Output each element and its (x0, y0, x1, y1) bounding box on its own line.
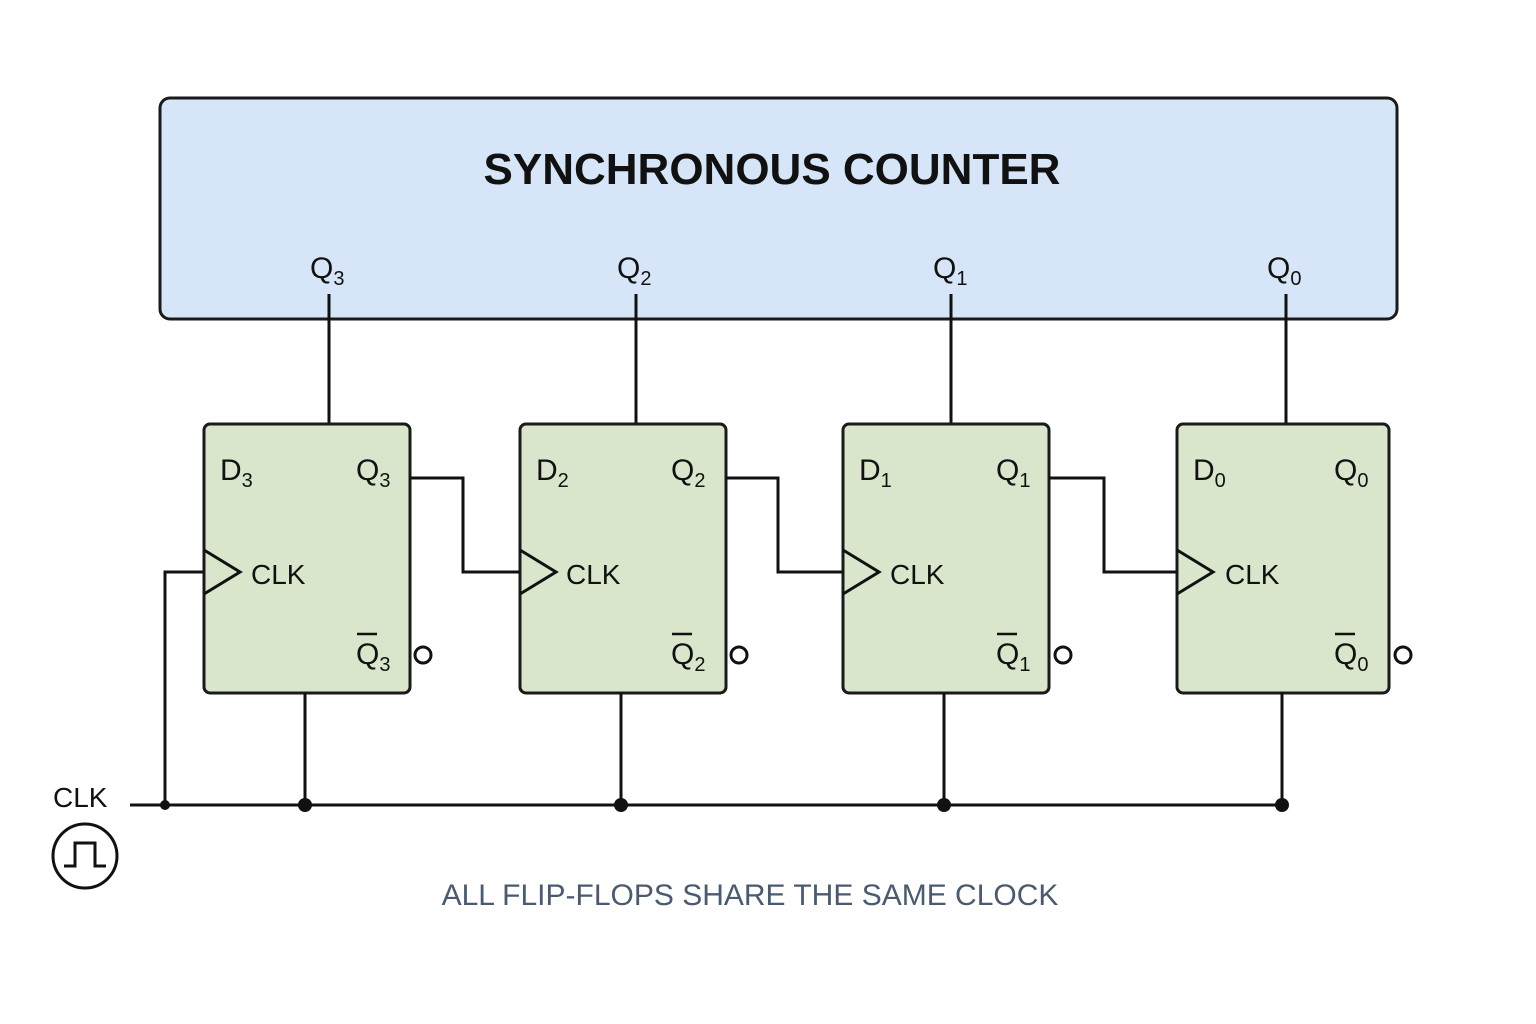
ff1-qbar-output-label: Q1 (996, 638, 1030, 676)
counter-header-box (158, 96, 1399, 321)
ff3-qbar-output-label: Q3 (356, 638, 390, 676)
ff1-q-output-label: Q1 (996, 454, 1030, 492)
ff2-inversion-bubble (729, 645, 749, 665)
ff2-d-input-label: D2 (536, 454, 569, 492)
ff0-clk-label: CLK (1225, 559, 1280, 590)
junction-dot (1275, 798, 1289, 812)
ff3-clk-label: CLK (251, 559, 306, 590)
junction-dot (298, 798, 312, 812)
junction-dot (160, 800, 170, 810)
header-output-q2: Q2 (617, 252, 651, 290)
ff0-q-output-label: Q0 (1334, 454, 1368, 492)
ff3-q-output-label: Q3 (356, 454, 390, 492)
ff2-clock-triangle (519, 548, 559, 596)
ff0-clock-triangle (1176, 548, 1216, 596)
ff3-d-input-label: D3 (220, 454, 253, 492)
ff2-qbar-output-label: Q2 (671, 638, 705, 676)
ff1-to-ff0-wire (1049, 476, 1177, 574)
header-output-q0: Q0 (1267, 252, 1301, 290)
ff2-q-output-label: Q2 (671, 454, 705, 492)
ff2-to-ff1-wire (726, 476, 843, 574)
clock-to-ff3-wire (163, 570, 204, 805)
ff3-inversion-bubble (413, 645, 433, 665)
square-pulse-icon (51, 822, 119, 890)
ff3-clock-triangle (203, 548, 243, 596)
flip-flop-2: D2 Q2 CLK Q2 (518, 422, 749, 695)
flip-flop-3: D3 Q3 CLK Q3 (202, 422, 433, 695)
ff0-d-input-label: D0 (1193, 454, 1226, 492)
ff2-clk-label: CLK (566, 559, 621, 590)
ff1-d-input-label: D1 (859, 454, 892, 492)
header-output-q1: Q1 (933, 252, 967, 290)
junction-dot (937, 798, 951, 812)
ff1-clock-triangle (842, 548, 882, 596)
clock-source-label: CLK (53, 782, 108, 813)
diagram-title: SYNCHRONOUS COUNTER (484, 145, 1061, 194)
diagram-caption: ALL FLIP-FLOPS SHARE THE SAME CLOCK (442, 879, 1059, 912)
ff3-to-ff2-wire (410, 476, 520, 574)
header-output-q3: Q3 (310, 252, 344, 290)
flip-flop-0: D0 Q0 CLK Q0 (1175, 422, 1413, 695)
ff1-inversion-bubble (1053, 645, 1073, 665)
ff1-clk-label: CLK (890, 559, 945, 590)
flip-flop-1: D1 Q1 CLK Q1 (841, 422, 1073, 695)
ff0-qbar-output-label: Q0 (1334, 638, 1368, 676)
junction-dot (614, 798, 628, 812)
ff0-inversion-bubble (1393, 645, 1413, 665)
